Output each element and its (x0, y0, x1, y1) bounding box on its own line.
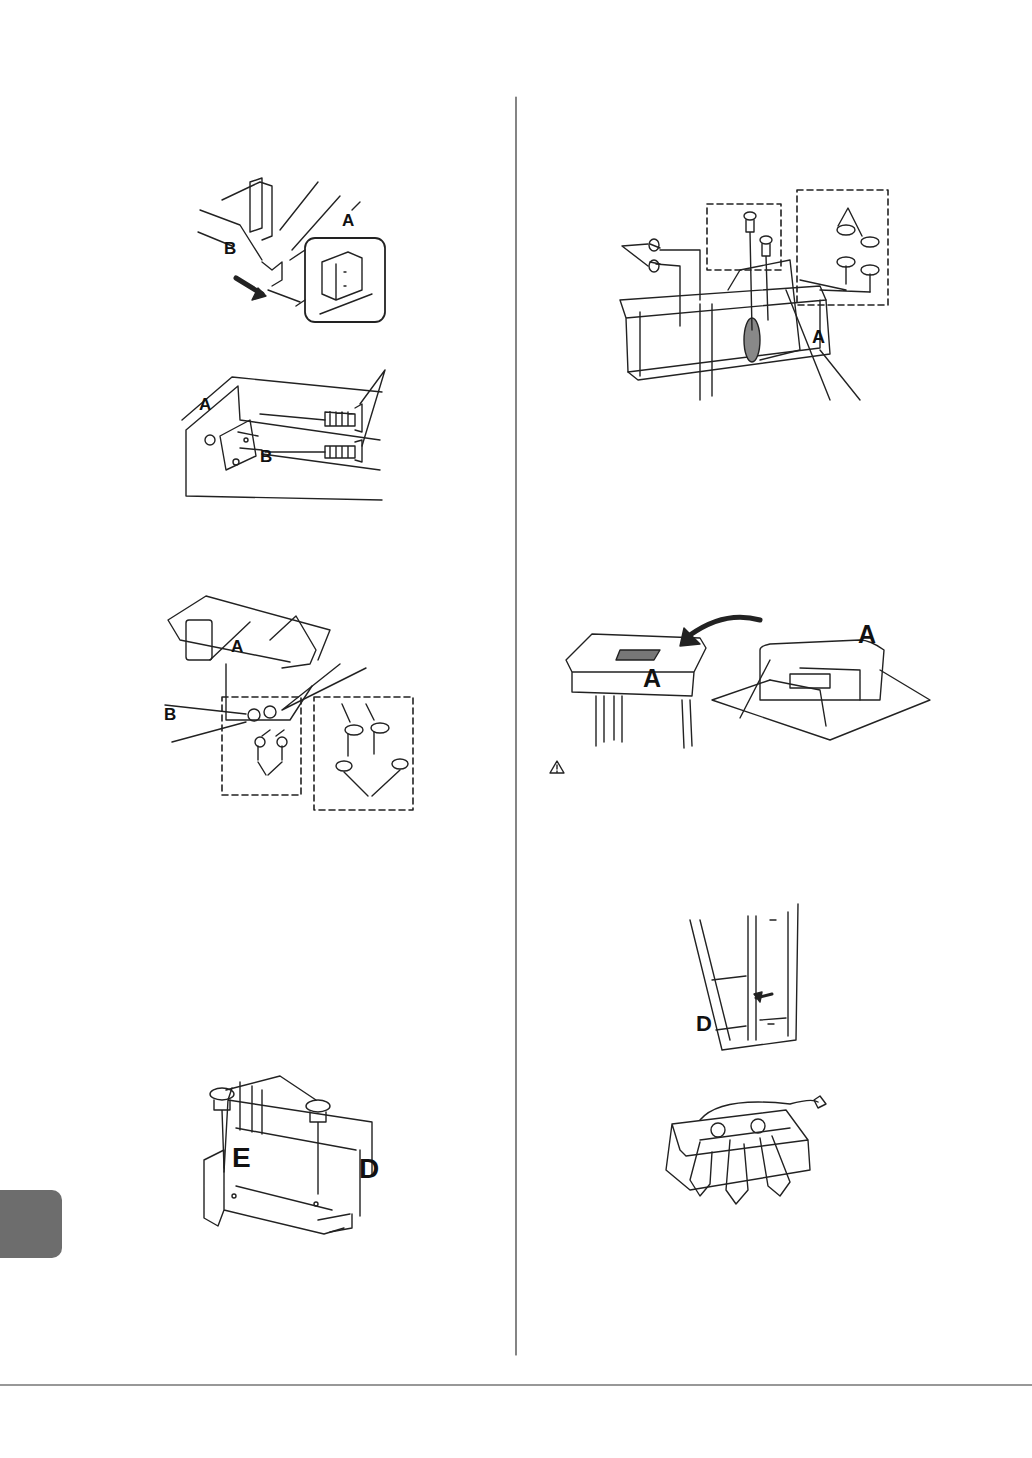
part-letter: A (199, 396, 211, 413)
part-letter: B (260, 448, 272, 465)
part-letter: B (224, 240, 236, 257)
part-letter: B (164, 706, 176, 723)
part-letter: E (232, 1144, 251, 1172)
part-letter: A (643, 666, 661, 691)
part-letter: D (359, 1155, 379, 1183)
part-letter: A (858, 622, 876, 647)
part-letter: A (231, 638, 243, 655)
part-letter: A (342, 212, 354, 229)
part-letter: A (812, 328, 825, 346)
part-letter: D (696, 1013, 712, 1035)
